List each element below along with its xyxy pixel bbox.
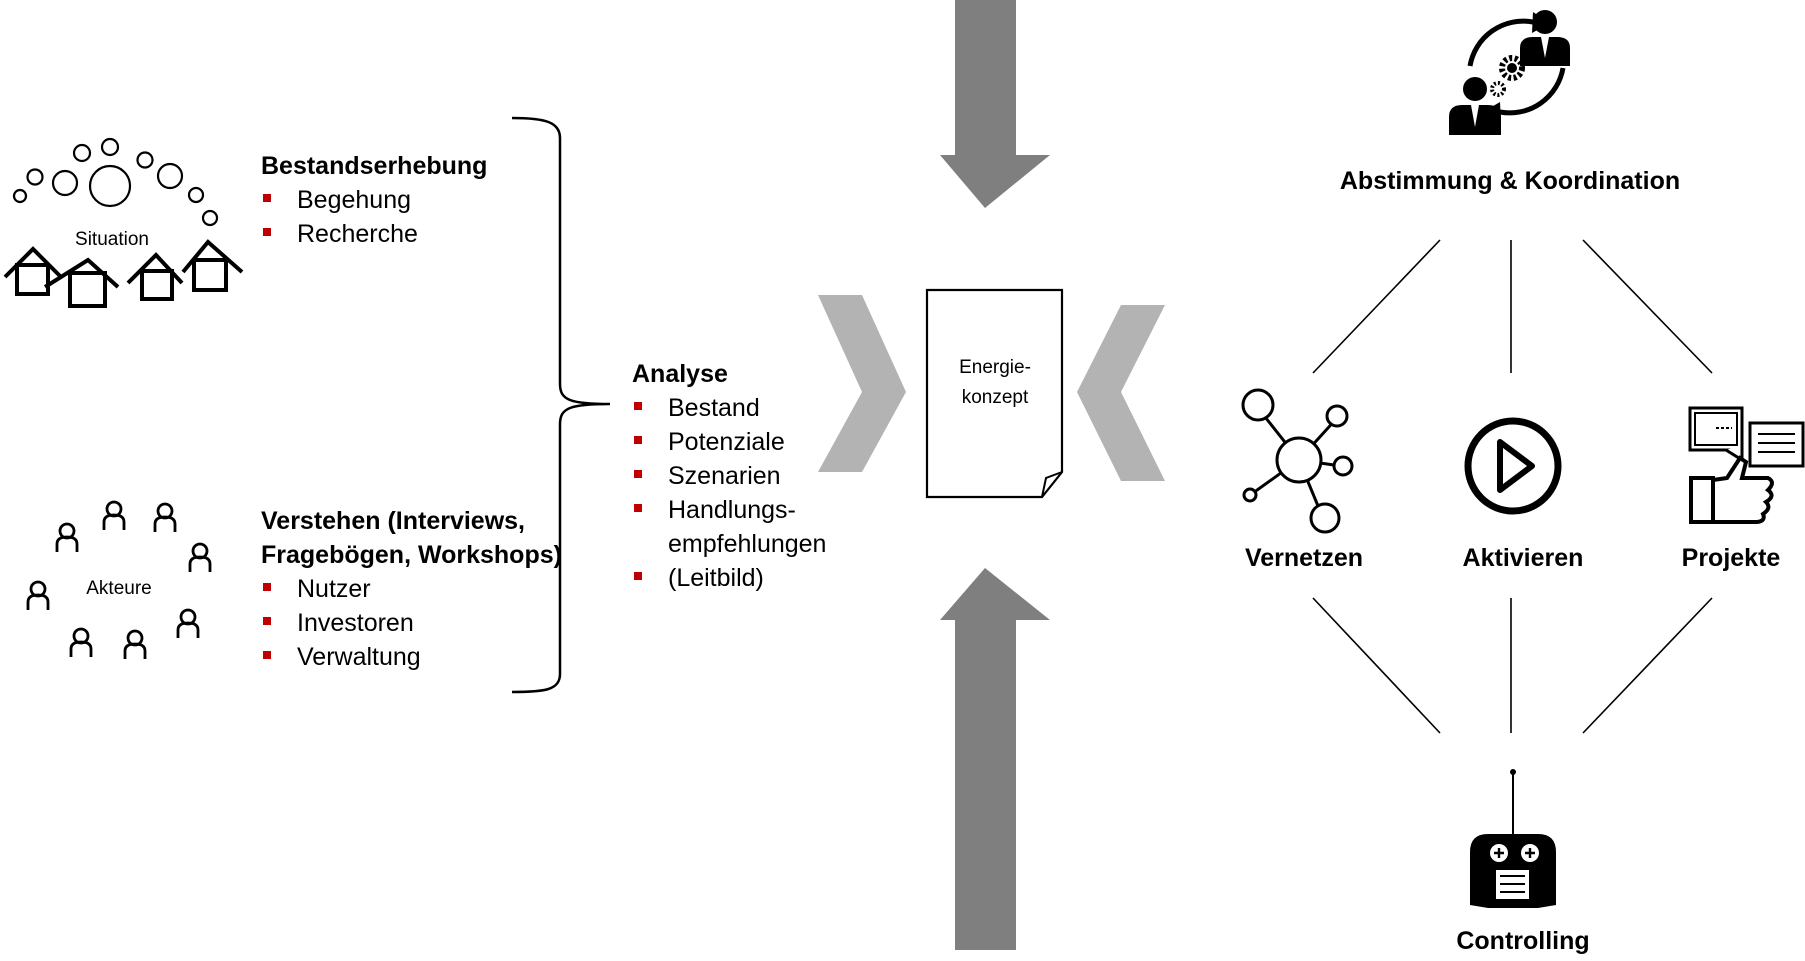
situation-label: Situation: [75, 229, 149, 250]
feedback-thumbs-up-icon: [1688, 406, 1805, 524]
play-icon: [1464, 417, 1562, 515]
remote-control-icon: [1470, 769, 1556, 908]
projekte-label: Projekte: [1681, 544, 1781, 572]
bestandserhebung-list: Begehung Recherche: [261, 183, 418, 251]
list-item: Investoren: [261, 606, 421, 640]
vernetzen-label: Vernetzen: [1244, 544, 1364, 572]
list-item: Szenarien: [632, 459, 826, 493]
list-item: Recherche: [261, 217, 418, 251]
arrow-up: [940, 568, 1050, 950]
bestandserhebung-title: Bestandserhebung: [261, 152, 488, 180]
verstehen-list: Nutzer Investoren Verwaltung: [261, 572, 421, 674]
person-outline-icon: [26, 500, 212, 659]
verstehen-title-line2: Fragebögen, Workshops): [261, 541, 562, 569]
abstimmung-label: Abstimmung & Koordination: [1339, 167, 1681, 195]
aktivieren-label: Aktivieren: [1462, 544, 1584, 572]
coordination-icon: [1449, 10, 1570, 135]
analyse-list: Bestand Potenziale Szenarien Handlungs- …: [632, 391, 826, 595]
list-item: Bestand: [632, 391, 826, 425]
chevron-left: [1077, 305, 1165, 481]
house-icon: [3, 239, 244, 308]
list-item: Potenziale: [632, 425, 826, 459]
controlling-label: Controlling: [1456, 927, 1590, 955]
verstehen-title-line1: Verstehen (Interviews,: [261, 507, 526, 535]
bubbles-icon: [12, 137, 219, 227]
list-item: Nutzer: [261, 572, 421, 606]
akteure-label: Akteure: [86, 578, 152, 599]
list-item-continuation: empfehlungen: [668, 530, 827, 558]
list-item: Verwaltung: [261, 640, 421, 674]
connector-lines: [1312, 239, 1713, 734]
list-item: Handlungs-: [632, 493, 826, 527]
list-item: Begehung: [261, 183, 418, 217]
network-icon: [1241, 388, 1354, 534]
chevron-right: [818, 295, 906, 472]
list-item: (Leitbild): [632, 561, 826, 595]
document-label-line1: Energie-: [959, 357, 1031, 378]
document-icon: [925, 288, 1064, 499]
arrow-down: [940, 0, 1050, 208]
brace: [511, 116, 611, 694]
analyse-title: Analyse: [632, 360, 728, 388]
document-label-line2: konzept: [961, 387, 1029, 408]
